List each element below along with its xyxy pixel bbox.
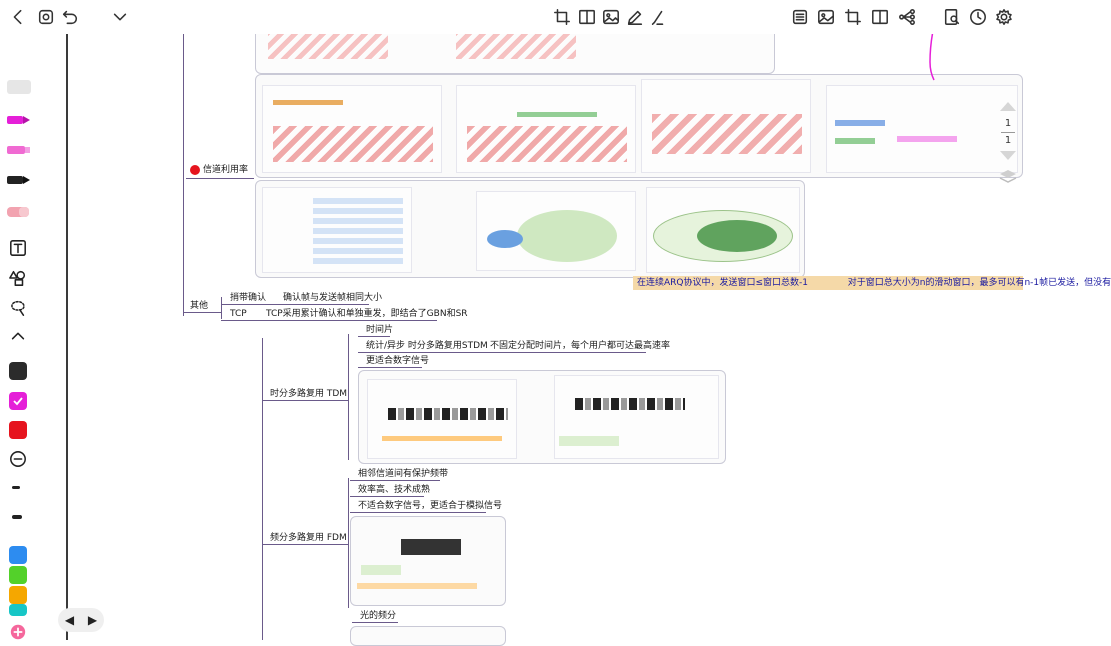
split-view-icon[interactable] [870, 7, 890, 27]
flag-icon [190, 165, 200, 175]
node-tdm[interactable]: 时分多路复用 TDM [270, 389, 348, 399]
color-swatch-magenta[interactable] [9, 392, 27, 410]
node-time-slot[interactable]: 时间片 [366, 325, 394, 335]
page-down-icon[interactable] [998, 149, 1018, 163]
add-color-icon[interactable] [8, 622, 28, 642]
chevron-down-icon[interactable] [110, 7, 130, 27]
eraser-tool[interactable] [7, 204, 31, 218]
tool-palette [0, 64, 38, 624]
node-piggyback[interactable]: 捎带确认 [230, 293, 267, 303]
crop-icon[interactable] [843, 7, 863, 27]
mindmap-branch-trunk [262, 338, 263, 640]
pink-marker-tool[interactable] [7, 142, 31, 156]
next-page-icon[interactable]: ▶ [87, 613, 98, 627]
chevron-up-icon[interactable] [8, 326, 28, 346]
node-other[interactable]: 其他 [190, 301, 209, 311]
node-digital[interactable]: 更适合数字信号 [366, 356, 430, 366]
mindmap-icon[interactable] [897, 7, 917, 27]
node-tcp[interactable]: TCP [230, 309, 247, 319]
eye-icon[interactable] [36, 7, 56, 27]
crop-icon[interactable] [552, 7, 572, 27]
node-stdm-desc[interactable]: 不固定分配时间片，每个用户都可达最高速率 [490, 341, 671, 351]
text-tool-icon[interactable] [8, 238, 28, 258]
prev-page-icon[interactable]: ◀ [64, 613, 75, 627]
current-page: 1 [1004, 118, 1012, 129]
back-chevron-icon[interactable] [8, 7, 28, 27]
stroke-medium[interactable] [12, 515, 22, 519]
page-up-icon[interactable] [998, 99, 1018, 113]
color-swatch-orange[interactable] [9, 586, 27, 604]
search-page-icon[interactable] [942, 7, 962, 27]
node-channel-util[interactable]: 信道利用率 [190, 164, 248, 176]
image-icon[interactable] [601, 7, 621, 27]
shapes-icon[interactable] [8, 268, 28, 288]
channel-utilization-examples [255, 74, 1023, 178]
arq-window-note: 在连续ARQ协议中，发送窗口≤窗口总数-1 [637, 278, 809, 288]
pen-icon[interactable] [625, 7, 645, 27]
node-wdm[interactable]: 光的频分 [360, 611, 397, 621]
stroke-minus-icon[interactable] [8, 449, 28, 469]
arq-window-note-2: 对于窗口总大小为n的滑动窗口，最多可以有n-1帧已发送，但没有 [847, 278, 1111, 288]
split-view-icon[interactable] [577, 7, 597, 27]
undo-icon[interactable] [60, 7, 80, 27]
magenta-pen-tool[interactable] [7, 112, 31, 126]
page-margin-line [66, 0, 68, 640]
node-efficiency[interactable]: 效率高、技术成熟 [358, 485, 431, 495]
node-piggyback-desc[interactable]: 确认帧与发送帧相同大小 [283, 293, 383, 303]
color-swatch-black[interactable] [9, 362, 27, 380]
arq-protocol-diagrams [255, 180, 805, 278]
page-navigator: 1 1 [997, 98, 1019, 191]
color-swatch-teal[interactable] [9, 604, 27, 616]
top-toolbar [0, 0, 1023, 34]
color-swatch-blue[interactable] [9, 546, 27, 564]
color-swatch-green[interactable] [9, 566, 27, 584]
layers-icon[interactable] [998, 167, 1018, 187]
node-tcp-desc[interactable]: TCP采用累计确认和单独重发，即结合了GBN和SR [266, 309, 468, 319]
node-analog[interactable]: 不适合数字信号，更适合于模拟信号 [358, 501, 503, 511]
mindmap-trunk [183, 0, 184, 316]
fdm-diagram [350, 516, 506, 606]
total-pages: 1 [1004, 135, 1012, 146]
settings-icon[interactable] [994, 7, 1014, 27]
wdm-diagram [350, 626, 506, 646]
black-pen-tool[interactable] [7, 172, 31, 186]
node-stdm[interactable]: 统计/异步 时分多路复用STDM [366, 341, 488, 351]
page-flip-control: ◀ ▶ [58, 608, 104, 632]
lasso-select-icon[interactable] [8, 298, 28, 318]
image-icon[interactable] [816, 7, 836, 27]
stroke-thin[interactable] [12, 486, 20, 489]
node-guard-band[interactable]: 相邻信道间有保护频带 [358, 469, 449, 479]
tdm-diagrams [358, 370, 726, 464]
node-fdm[interactable]: 频分多路复用 FDM [270, 533, 347, 543]
clock-icon[interactable] [968, 7, 988, 27]
pencil-icon[interactable] [648, 7, 668, 27]
highlighter-tool[interactable] [7, 80, 31, 94]
list-icon[interactable] [790, 7, 810, 27]
color-swatch-red[interactable] [9, 421, 27, 439]
